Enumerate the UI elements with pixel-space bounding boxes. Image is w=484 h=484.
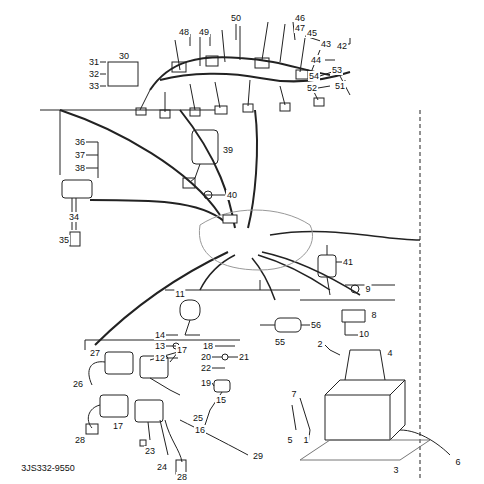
callout-number: 39 — [222, 145, 234, 155]
callout-number: 33 — [88, 81, 100, 91]
callout-number: 43 — [320, 39, 332, 49]
callout-number: 20 — [200, 352, 212, 362]
callout-number: 30 — [118, 51, 130, 61]
callout-number: 28 — [74, 435, 86, 445]
callout-number: 9 — [364, 284, 371, 294]
callout-number: 6 — [454, 457, 461, 467]
callout-number: 23 — [144, 446, 156, 456]
battery — [292, 345, 450, 460]
callout-number: 36 — [74, 137, 86, 147]
relay-part — [62, 180, 92, 198]
callout-number: 47 — [294, 23, 306, 33]
callout-number: 48 — [178, 27, 190, 37]
callout-number: 10 — [358, 329, 370, 339]
regulator-box — [108, 62, 138, 86]
callout-number: 42 — [336, 41, 348, 51]
callout-number: 14 — [154, 330, 166, 340]
callout-number: 31 — [88, 57, 100, 67]
callout-number: 35 — [58, 235, 70, 245]
callout-number: 29 — [252, 451, 264, 461]
callout-number: 8 — [370, 310, 377, 320]
callout-number: 54 — [308, 71, 320, 81]
callout-number: 15 — [215, 395, 227, 405]
wire-harness — [136, 22, 350, 118]
callout-number: 49 — [198, 27, 210, 37]
callout-number: 44 — [310, 55, 322, 65]
callout-number: 37 — [74, 150, 86, 160]
callout-number: 5 — [286, 435, 293, 445]
callout-number: 13 — [154, 341, 166, 351]
callout-number: 3 — [392, 465, 399, 475]
callout-number: 16 — [194, 425, 206, 435]
callout-number: 11 — [174, 289, 185, 299]
callout-number: 28 — [176, 472, 188, 482]
callout-number: 7 — [290, 389, 297, 399]
callout-number: 12 — [154, 353, 166, 363]
callout-number: 56 — [310, 320, 322, 330]
callout-number: 1 — [302, 435, 309, 445]
callout-number: 40 — [226, 190, 238, 200]
callout-number: 21 — [238, 352, 250, 362]
callout-number: 24 — [156, 462, 168, 472]
callout-number: 46 — [294, 13, 306, 23]
callout-number: 55 — [274, 337, 286, 347]
callout-number: 51 — [334, 81, 346, 91]
coil-part — [192, 130, 218, 164]
callout-number: 45 — [306, 28, 318, 38]
callout-number: 26 — [72, 379, 84, 389]
callout-number: 38 — [74, 163, 86, 173]
callout-number: 32 — [88, 69, 100, 79]
callout-number: 22 — [200, 363, 212, 373]
callout-number: 18 — [202, 341, 214, 351]
callout-number: 34 — [68, 212, 80, 222]
callout-number: 2 — [316, 339, 323, 349]
callout-number: 17 — [112, 421, 124, 431]
callout-number: 19 — [200, 378, 212, 388]
callout-number: 41 — [342, 257, 354, 267]
ignition-coils — [86, 352, 248, 474]
callout-number: 17 — [176, 345, 188, 355]
callout-number: 53 — [331, 65, 343, 75]
callout-number: 50 — [230, 13, 242, 23]
callout-number: 52 — [306, 83, 318, 93]
callout-number: 4 — [386, 348, 393, 358]
drawing-code: 3JS332-9550 — [20, 463, 76, 473]
callout-number: 27 — [89, 348, 101, 358]
callout-number: 25 — [192, 413, 204, 423]
